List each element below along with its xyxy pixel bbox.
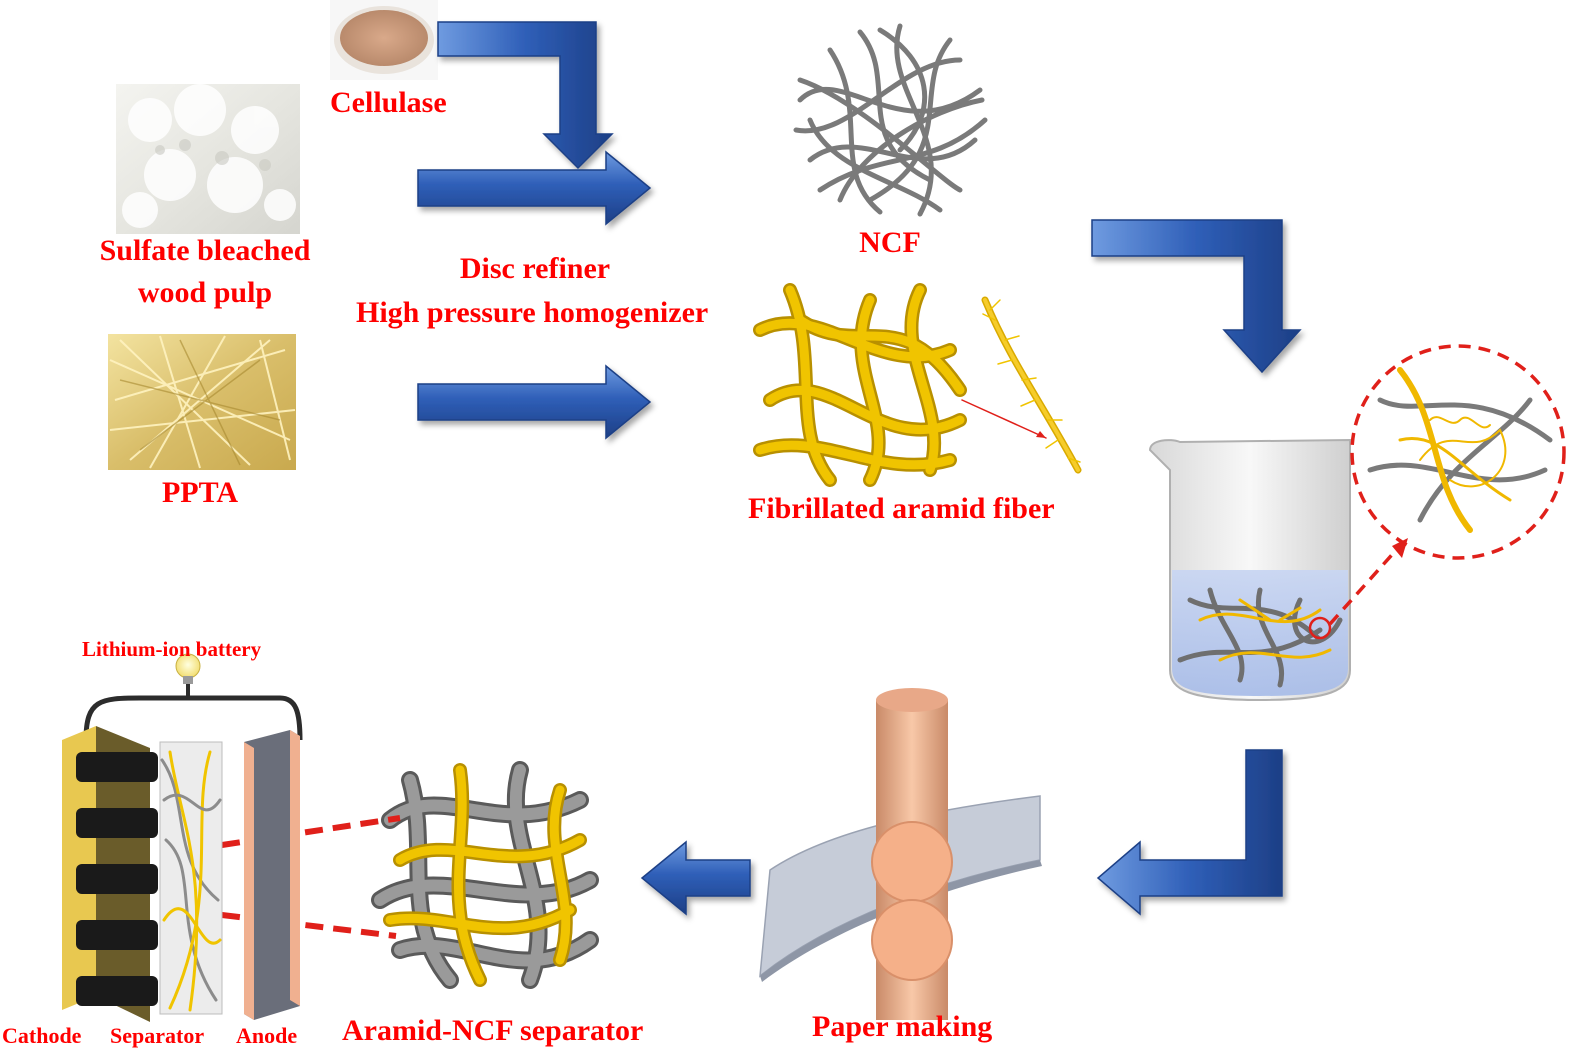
disc-refiner-label: Disc refiner xyxy=(459,252,611,285)
zoom-circle-icon xyxy=(1328,344,1566,626)
aramid-ncf-label: Aramid-NCF separator xyxy=(342,1014,644,1047)
wood-pulp-image xyxy=(116,84,300,234)
ncf-network-icon xyxy=(793,23,988,217)
battery-icon xyxy=(62,682,303,1022)
paper-making-label: Paper making xyxy=(812,1010,993,1043)
paper-bent-arrow xyxy=(1096,749,1283,916)
refining-arrow-lower xyxy=(417,364,652,440)
cathode-label: Cathode xyxy=(2,1023,82,1048)
ppta-label: PPTA xyxy=(161,476,239,509)
light-bulb-icon xyxy=(175,653,201,684)
separator-ball-icon xyxy=(371,761,599,989)
pulp-label-line2: wood pulp xyxy=(137,276,273,309)
ppta-fiber-image xyxy=(108,334,296,470)
beaker-icon xyxy=(1148,438,1351,702)
paper-rollers-icon xyxy=(759,688,1042,1020)
homogenizer-label: High pressure homogenizer xyxy=(356,296,709,329)
cellulase-powder-image xyxy=(330,0,438,80)
battery-label: Lithium-ion battery xyxy=(82,637,262,661)
mixing-bent-arrow xyxy=(1091,219,1302,374)
refining-arrow-upper xyxy=(417,150,652,226)
anode-label: Anode xyxy=(236,1023,298,1048)
aramid-fiber-ball-icon xyxy=(753,283,1082,487)
pulp-label-line1: Sulfate bleached xyxy=(99,234,311,267)
cellulase-label: Cellulase xyxy=(330,86,447,119)
cellulase-bent-arrow xyxy=(437,21,614,170)
separator-arrow xyxy=(640,840,751,916)
fibrillated-label: Fibrillated aramid fiber xyxy=(748,492,1055,525)
ncf-label: NCF xyxy=(859,226,921,259)
separator-label: Separator xyxy=(110,1023,205,1048)
